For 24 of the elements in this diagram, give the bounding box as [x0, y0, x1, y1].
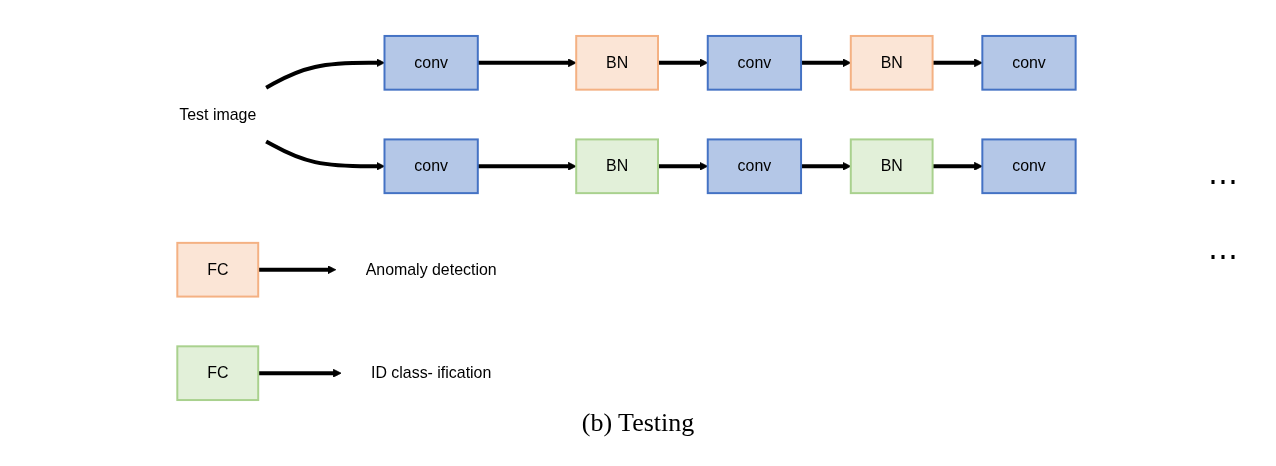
node-box: conv	[707, 34, 803, 91]
node-box: conv	[981, 138, 1078, 195]
node-box: conv	[707, 138, 803, 195]
node-text: ID class- ification	[371, 364, 492, 382]
node-box: conv	[383, 138, 480, 195]
node-box: FC	[176, 241, 260, 298]
ellipsis-label: ⋯	[1208, 163, 1238, 198]
ellipsis-label: ⋯	[1208, 238, 1238, 273]
node-text: Test image	[179, 105, 257, 123]
node-box: BN	[575, 34, 660, 91]
node-box: conv	[383, 34, 480, 91]
node-box: BN	[850, 34, 935, 91]
node-text: Anomaly detection	[366, 260, 498, 278]
node-box: FC	[176, 345, 260, 402]
node-box: BN	[575, 138, 660, 195]
arrow	[658, 161, 709, 171]
arrow	[258, 265, 337, 275]
arrow	[258, 368, 342, 378]
node-box: BN	[850, 138, 935, 195]
caption: (b) Testing	[581, 408, 695, 438]
arrow	[658, 58, 709, 68]
arrow	[801, 58, 852, 68]
arrow	[801, 161, 852, 171]
node-box: conv	[981, 34, 1078, 91]
